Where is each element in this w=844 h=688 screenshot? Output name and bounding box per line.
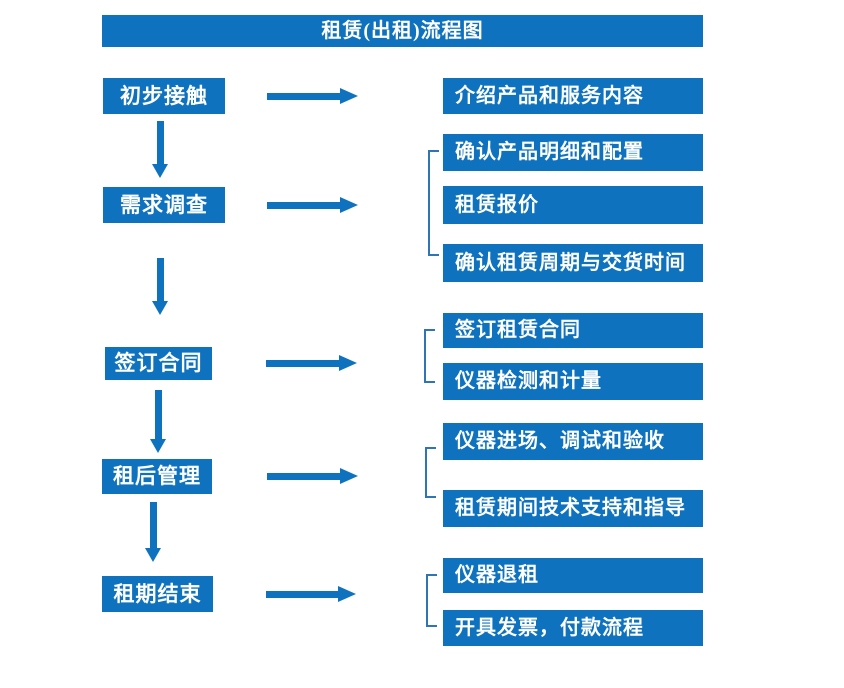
stage-box-demand-survey: 需求调查 (103, 187, 225, 223)
bracket-connector-sign-contract (424, 329, 435, 383)
detail-box-instrument-return: 仪器退租 (443, 558, 703, 593)
detail-box-confirm-product-config: 确认产品明细和配置 (443, 134, 703, 171)
detail-box-sign-rental-contract: 签订租赁合同 (443, 313, 703, 348)
detail-box-tech-support: 租赁期间技术支持和指导 (443, 490, 703, 527)
detail-box-invoice-payment: 开具发票，付款流程 (443, 610, 703, 646)
detail-box-confirm-period-delivery: 确认租赁周期与交货时间 (443, 244, 703, 282)
stage-box-sign-contract: 签订合同 (105, 347, 212, 380)
stage-box-post-rental-management: 租后管理 (102, 459, 212, 494)
stage-box-rental-end: 租期结束 (102, 576, 213, 612)
detail-box-instrument-testing: 仪器检测和计量 (443, 363, 703, 400)
bracket-connector-post-rental (425, 447, 436, 498)
detail-box-instrument-setup-acceptance: 仪器进场、调试和验收 (443, 423, 703, 460)
flowchart-title: 租赁(出租)流程图 (102, 15, 703, 47)
bracket-connector-demand-survey (428, 150, 439, 256)
bracket-connector-rental-end (426, 574, 437, 627)
stage-box-initial-contact: 初步接触 (103, 78, 225, 114)
detail-box-rental-quote: 租赁报价 (443, 186, 703, 224)
detail-box-intro-products-services: 介绍产品和服务内容 (443, 78, 703, 114)
